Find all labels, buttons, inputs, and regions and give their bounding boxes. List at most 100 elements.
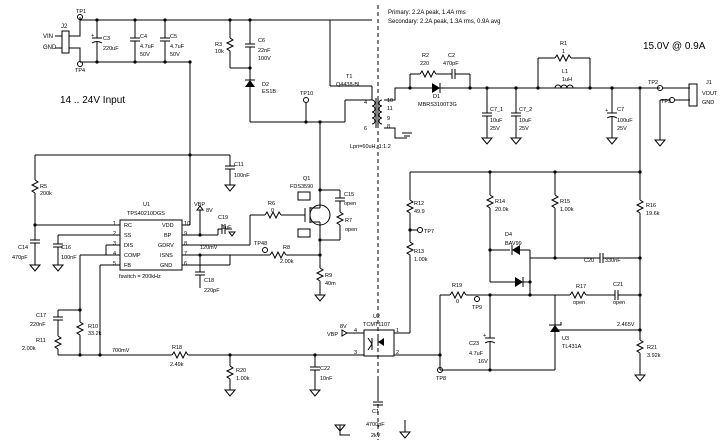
svg-text:9: 9 xyxy=(387,116,390,122)
svg-text:1.00k: 1.00k xyxy=(414,257,428,263)
svg-text:10: 10 xyxy=(387,98,393,104)
svg-text:40m: 40m xyxy=(325,281,336,287)
svg-text:100nF: 100nF xyxy=(61,255,77,261)
capacitor-c23: + C23 4.7uF 16V xyxy=(469,295,496,370)
svg-text:100nF: 100nF xyxy=(234,173,250,179)
controller-u1: U1 TPS40210DGS RC SS DIS COMP FB VDD BP … xyxy=(113,202,190,280)
svg-text:VIN: VIN xyxy=(43,34,53,40)
svg-text:4: 4 xyxy=(364,100,367,106)
svg-text:C7: C7 xyxy=(617,107,624,113)
svg-text:19.6k: 19.6k xyxy=(646,211,660,217)
resistor-r7: R7 open xyxy=(335,211,357,240)
svg-text:4700pF: 4700pF xyxy=(366,422,385,428)
test-point-tp4: TP4 xyxy=(75,61,85,74)
svg-text:50V: 50V xyxy=(170,52,180,58)
svg-text:C11: C11 xyxy=(234,162,244,168)
svg-text:1uF: 1uF xyxy=(222,225,232,231)
capacitor-c14: C14 470pF xyxy=(12,239,42,272)
label-2465v: 2.465V xyxy=(617,322,635,328)
mosfet-q1: Q1 FDS3590 xyxy=(290,176,331,240)
svg-text:R11: R11 xyxy=(36,338,46,344)
resistor-r19: R19 0 xyxy=(440,283,530,305)
secondary-spec: Secondary: 2.2A peak, 1.3A rms, 0.9A avg xyxy=(388,19,500,25)
svg-text:R17: R17 xyxy=(576,284,586,290)
svg-text:D4: D4 xyxy=(505,232,512,238)
resistor-r12: R12 49.9 xyxy=(405,199,425,242)
svg-text:4.7uF: 4.7uF xyxy=(140,44,155,50)
svg-text:470pF: 470pF xyxy=(443,61,459,67)
svg-text:SS: SS xyxy=(124,233,132,239)
resistor-r13: R13 1.00k xyxy=(405,241,428,333)
resistor-r6: R6 0 xyxy=(264,201,305,220)
svg-text:8: 8 xyxy=(184,241,187,247)
svg-text:1.00k: 1.00k xyxy=(236,376,250,382)
capacitor-c21: C21 open xyxy=(613,282,640,306)
capacitor-c17: C17 220nF xyxy=(30,309,80,332)
test-point-tp10: TP10 xyxy=(300,91,313,122)
svg-text:0: 0 xyxy=(271,208,274,214)
capacitor-c22: C22 10nF xyxy=(308,355,333,397)
svg-text:R7: R7 xyxy=(345,218,352,224)
svg-text:220nF: 220nF xyxy=(30,322,46,328)
svg-text:C18: C18 xyxy=(204,278,214,284)
svg-text:2.00k: 2.00k xyxy=(22,346,36,352)
svg-text:50V: 50V xyxy=(140,52,150,58)
capacitor-c11: C11 100nF xyxy=(190,154,250,192)
svg-text:3: 3 xyxy=(354,350,357,356)
svg-text:8V: 8V xyxy=(340,324,347,330)
capacitor-c3: + C3 220uF xyxy=(91,20,119,62)
capacitor-c6: C6 22nF 100V xyxy=(245,20,271,68)
svg-text:MBRS3100T3G: MBRS3100T3G xyxy=(418,102,457,108)
capacitor-c19: C19 1uF xyxy=(217,215,236,237)
svg-text:49.9: 49.9 xyxy=(414,209,425,215)
label-120mv: 120mV xyxy=(200,245,218,251)
svg-text:C2: C2 xyxy=(448,53,455,59)
svg-text:Lpri=60uH, 1:1.2: Lpri=60uH, 1:1.2 xyxy=(350,144,391,150)
svg-text:open: open xyxy=(613,300,625,306)
svg-text:2.49k: 2.49k xyxy=(170,362,184,368)
svg-text:T1: T1 xyxy=(346,74,352,80)
vbp-supply-u2: VBP 8V xyxy=(327,324,364,338)
svg-text:R14: R14 xyxy=(495,199,505,205)
svg-text:20.0k: 20.0k xyxy=(495,207,509,213)
svg-text:TP3: TP3 xyxy=(661,99,671,105)
svg-text:10k: 10k xyxy=(215,49,224,55)
svg-text:R21: R21 xyxy=(647,345,657,351)
primary-spec: Primary: 2.2A peak, 1.4A rms xyxy=(388,10,466,16)
svg-text:C19: C19 xyxy=(218,215,228,221)
test-point-tp8: TP8 xyxy=(436,367,446,382)
test-point-tp2: TP2 xyxy=(648,80,663,91)
svg-text:R20: R20 xyxy=(236,368,246,374)
svg-text:220: 220 xyxy=(420,61,429,67)
svg-text:Q4438-BL: Q4438-BL xyxy=(336,82,361,88)
svg-text:TP1: TP1 xyxy=(76,9,86,15)
capacitor-c4: C4 4.7uF 50V xyxy=(130,20,155,62)
svg-text:470pF: 470pF xyxy=(12,255,28,261)
svg-text:FB: FB xyxy=(124,263,131,269)
diode-d2: D2 ES1B xyxy=(245,68,276,122)
svg-text:open: open xyxy=(344,201,356,207)
svg-text:C5: C5 xyxy=(170,34,177,40)
svg-text:BAV99: BAV99 xyxy=(505,241,522,247)
test-point-tp48: TP48 xyxy=(254,241,268,253)
svg-text:VBP: VBP xyxy=(327,332,338,338)
svg-text:1: 1 xyxy=(396,328,399,334)
transformer-t1: T1 Q4438-BL 10 11 9 8 4 6 Lpri=60uH, 1:1… xyxy=(336,74,393,150)
svg-text:R15: R15 xyxy=(560,199,570,205)
svg-text:ISNS: ISNS xyxy=(160,253,173,259)
svg-text:25V: 25V xyxy=(490,126,500,132)
svg-text:4.7uF: 4.7uF xyxy=(469,351,484,357)
svg-text:C16: C16 xyxy=(61,245,71,251)
svg-text:D1: D1 xyxy=(433,94,440,100)
svg-text:C7_2: C7_2 xyxy=(519,107,532,113)
svg-text:C20: C20 xyxy=(584,258,594,264)
svg-text:10: 10 xyxy=(184,221,190,227)
svg-text:L1: L1 xyxy=(562,69,568,75)
svg-text:U3: U3 xyxy=(562,336,569,342)
svg-text:R8: R8 xyxy=(283,245,290,251)
svg-text:U1: U1 xyxy=(143,202,150,208)
input-connector-j2: J2 VIN GND xyxy=(43,24,70,54)
label-700mv: 700mV xyxy=(112,348,130,354)
svg-text:TP9: TP9 xyxy=(472,305,482,311)
svg-text:C15: C15 xyxy=(344,192,354,198)
